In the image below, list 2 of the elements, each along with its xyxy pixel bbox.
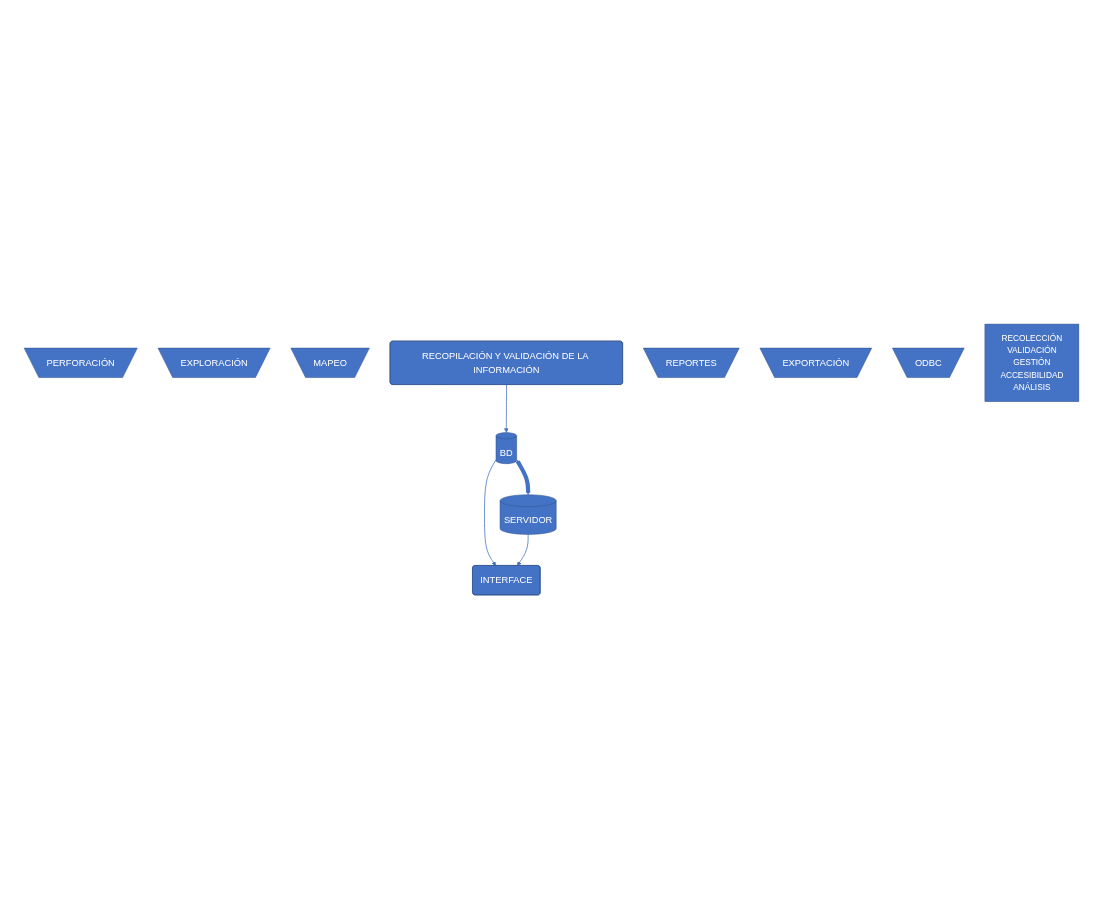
node-box: RECOLECCIÓN VALIDACIÓN GESTIÓN ACCESIBILIDAD ANÁLISIS — [984, 323, 1080, 402]
arrow — [515, 459, 531, 495]
